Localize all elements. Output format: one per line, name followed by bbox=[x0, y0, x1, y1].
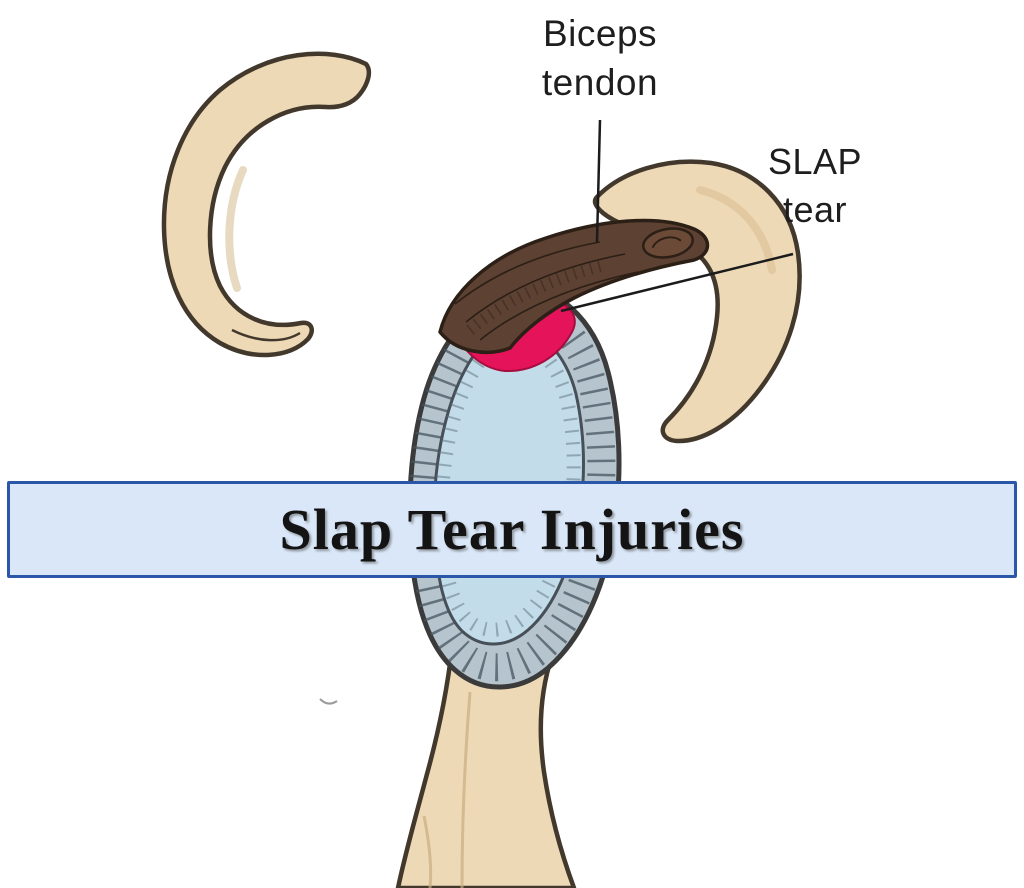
title-banner: Slap Tear Injuries bbox=[7, 481, 1017, 578]
biceps-tendon-shape bbox=[438, 218, 710, 355]
banner-title-text: Slap Tear Injuries bbox=[279, 497, 745, 562]
small-ink-mark bbox=[319, 698, 338, 705]
tendon-curl-end bbox=[642, 227, 694, 259]
tendon-fiber-hatching bbox=[466, 260, 602, 335]
slap-tear-label: SLAP tear bbox=[767, 141, 863, 230]
slap-tear-leader-line bbox=[560, 252, 794, 313]
biceps-tendon-leader-line bbox=[595, 119, 602, 243]
cartilage-edge-hatching bbox=[434, 330, 581, 637]
biceps-tendon-label: Biceps tendon bbox=[541, 13, 659, 103]
coracoid-process-bone bbox=[161, 51, 372, 358]
labrum-hatching bbox=[408, 290, 616, 682]
